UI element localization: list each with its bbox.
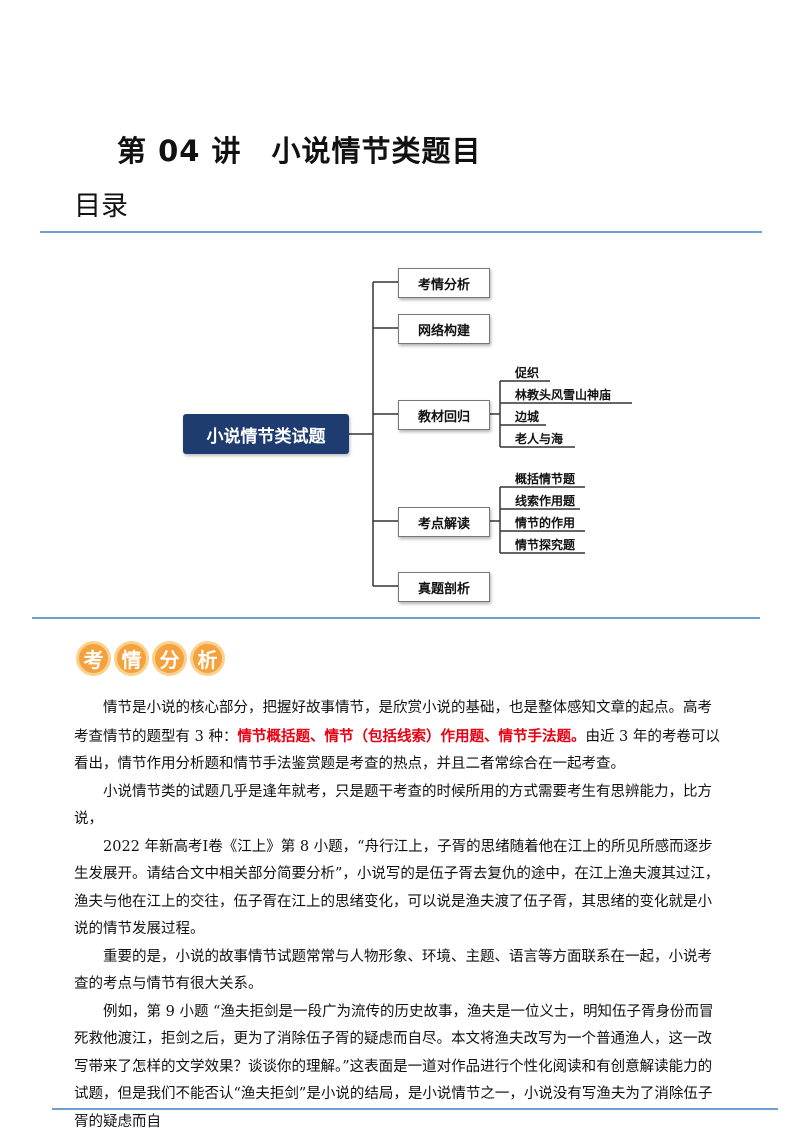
mindmap-node-zhenti: 真题剖析 [398,572,490,602]
mindmap-leaf: 促织 [515,364,539,381]
mindmap-node-jiaocai: 教材回归 [398,400,490,430]
paragraph-3: 2022 年新高考Ⅰ卷《江上》第 8 小题，“舟行江上，子胥的思绪随着他在江上的… [74,834,726,944]
mindmap-leaf: 老人与海 [515,430,563,447]
mindmap-leaf: 情节探究题 [515,536,575,553]
mindmap-leaf: 线索作用题 [515,492,575,509]
badge-char: 析 [190,641,225,676]
question-types-highlight: 情节概括题、情节（包括线索）作用题、情节手法题。 [237,728,585,745]
mid-divider [32,617,760,619]
badge-char: 考 [76,641,111,676]
mindmap-leaf: 林教头风雪山神庙 [515,386,611,403]
mindmap-leaf: 边城 [515,408,539,425]
section-badge-kaoqing: 考 情 分 析 [76,641,228,676]
mindmap-root: 小说情节类试题 [183,414,349,454]
badge-char: 情 [114,641,149,676]
mindmap-leaf: 情节的作用 [515,514,575,531]
paragraph-1: 情节是小说的核心部分，把握好故事情节，是欣赏小说的基础，也是整体感知文章的起点。… [74,695,726,779]
body-text: 情节是小说的核心部分，把握好故事情节，是欣赏小说的基础，也是整体感知文章的起点。… [74,695,726,1136]
paragraph-5: 例如，第 9 小题 “渔夫拒剑是一段广为流传的历史故事，渔夫是一位义士，明知伍子… [74,999,726,1136]
paragraph-4: 重要的是，小说的故事情节试题常常与人物形象、环境、主题、语言等方面联系在一起，小… [74,944,726,999]
mindmap-leaf: 概括情节题 [515,470,575,487]
badge-char: 分 [152,641,187,676]
mindmap-node-kaoqing: 考情分析 [398,268,490,298]
paragraph-2: 小说情节类的试题几乎是逢年就考，只是题干考查的时候所用的方式需要考生有思辨能力，… [74,779,726,834]
bottom-divider [52,1108,778,1110]
mindmap-node-wangluo: 网络构建 [398,314,490,344]
mindmap-node-kaodian: 考点解读 [398,507,490,537]
